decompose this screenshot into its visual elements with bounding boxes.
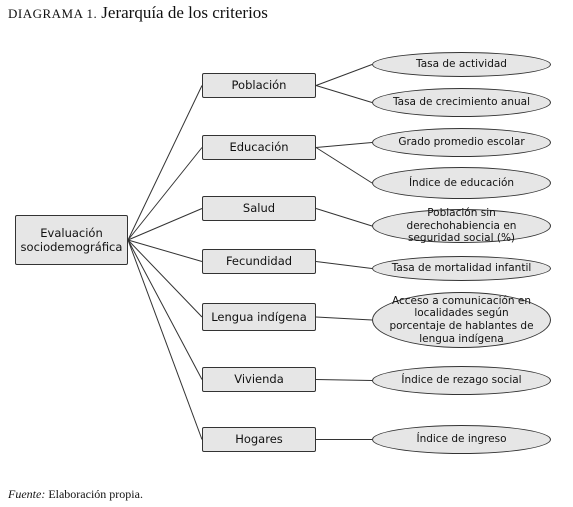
root-connector bbox=[127, 239, 203, 262]
indicator-connector bbox=[315, 142, 373, 148]
indicator-label: Tasa de mortalidad infantil bbox=[391, 262, 532, 275]
criterion-node: Hogares bbox=[202, 427, 316, 452]
indicator-node: Grado promedio escolar bbox=[372, 128, 551, 157]
criterion-label: Hogares bbox=[235, 432, 283, 447]
criterion-node: Vivienda bbox=[202, 367, 316, 392]
root-node-label: Evaluación sociodemográfica bbox=[20, 225, 123, 254]
figure-title: DIAGRAMA 1. Jerarquía de los criterios bbox=[8, 3, 268, 23]
indicator-label: Población sin derechohabiencia en seguri… bbox=[406, 207, 517, 245]
criterion-label: Lengua indígena bbox=[211, 309, 307, 324]
indicator-node: Acceso a comunicación en localidades seg… bbox=[372, 292, 551, 348]
root-connector bbox=[127, 239, 203, 440]
source-text: Elaboración propia. bbox=[48, 487, 143, 501]
indicator-node: Tasa de mortalidad infantil bbox=[372, 256, 551, 281]
criterion-node: Salud bbox=[202, 196, 316, 221]
criterion-label: Población bbox=[231, 78, 287, 93]
root-connector bbox=[127, 239, 203, 318]
indicator-node: Tasa de crecimiento anual bbox=[372, 88, 551, 117]
indicator-node: Índice de rezago social bbox=[372, 366, 551, 395]
indicator-label: Índice de rezago social bbox=[401, 374, 522, 387]
criterion-node: Educación bbox=[202, 135, 316, 160]
criterion-label: Vivienda bbox=[234, 372, 284, 387]
criterion-node: Lengua indígena bbox=[202, 303, 316, 331]
indicator-label: Tasa de crecimiento anual bbox=[392, 96, 531, 109]
criterion-node: Fecundidad bbox=[202, 249, 316, 274]
root-connector bbox=[127, 147, 203, 241]
indicator-label: Tasa de actividad bbox=[416, 58, 507, 71]
root-connector bbox=[127, 85, 203, 241]
root-connector bbox=[127, 208, 203, 241]
indicator-label: Índice de educación bbox=[408, 176, 515, 189]
indicator-connector bbox=[315, 316, 373, 321]
indicator-connector bbox=[315, 147, 373, 184]
source-note: Fuente: Elaboración propia. bbox=[8, 487, 143, 502]
indicator-connector bbox=[315, 379, 373, 381]
source-label: Fuente: bbox=[8, 487, 46, 501]
indicator-node: Índice de ingreso bbox=[372, 425, 551, 454]
figure-label: DIAGRAMA 1. bbox=[8, 6, 98, 21]
root-node: Evaluación sociodemográfica bbox=[15, 215, 128, 265]
criterion-node: Población bbox=[202, 73, 316, 98]
indicator-connector bbox=[315, 85, 373, 103]
root-connector bbox=[127, 239, 203, 380]
indicator-node: Población sin derechohabiencia en seguri… bbox=[372, 207, 551, 245]
criterion-label: Educación bbox=[229, 140, 289, 155]
indicator-connector bbox=[315, 261, 373, 269]
indicator-label: Acceso a comunicación en localidades seg… bbox=[389, 294, 534, 345]
figure-title-text: Jerarquía de los criterios bbox=[101, 3, 268, 22]
indicator-label: Índice de ingreso bbox=[416, 433, 507, 446]
indicator-connector bbox=[315, 64, 373, 86]
indicator-node: Índice de educación bbox=[372, 167, 551, 199]
indicator-node: Tasa de actividad bbox=[372, 52, 551, 77]
indicator-label: Grado promedio escolar bbox=[398, 136, 525, 149]
criterion-label: Fecundidad bbox=[225, 254, 293, 269]
criterion-label: Salud bbox=[242, 201, 276, 216]
indicator-connector bbox=[315, 208, 373, 227]
